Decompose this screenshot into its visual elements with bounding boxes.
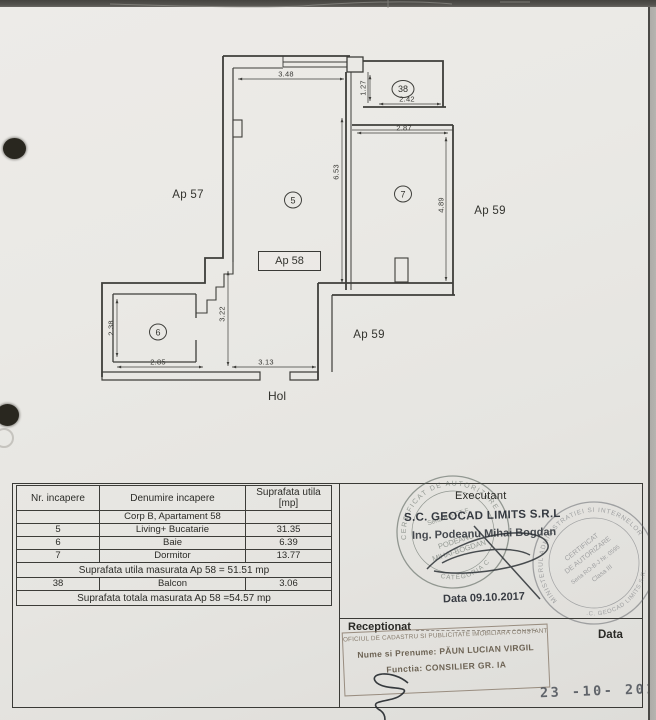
hole-punch-emboss-ring [0,428,14,448]
section-divider [339,484,340,707]
dim-corridor-height: 3.22 [217,306,227,322]
apartment-59-label-bottom: Ap 59 [353,329,385,341]
col-header-area: Suprafata utila [mp] [245,485,332,511]
dim-room7-height: 4.89 [436,197,446,213]
table-subtotal-row: Suprafata utila masurata Ap 58 = 51.51 m… [16,562,332,578]
round-stamps: CERTIFICAT DE AUTORIZARE CATEGORIA C Ser… [388,471,648,630]
room-number-7: 7 [394,185,412,203]
dim-hol-width: 3.13 [258,357,274,367]
title-block-section: Nr. incapere Denumire incapere Suprafata… [12,471,648,720]
receptionat-label: Receptionat [348,621,411,633]
dim-room7-width: 2.87 [396,123,412,133]
col-header-area-line1: Suprafata utila [256,487,321,498]
group-row-label: Corp B, Apartament 58 [99,510,246,524]
col-header-nr: Nr. incapere [16,485,100,511]
subtotal-label: Suprafata utila masurata Ap 58 = 51.51 m… [16,562,332,578]
scan-top-edge [0,0,656,7]
dim-balcony-depth: 1.27 [358,80,368,96]
row5-nr: 5 [16,523,100,537]
svg-text:MINISTERUL ADMINISTRATIEI SI I: MINISTERUL ADMINISTRATIEI SI INTERNELOR [514,484,644,605]
executant-label: Executant [455,490,507,502]
row5-name: Living+ Bucatarie [99,523,246,537]
apartment-58-label-box: Ap 58 [258,251,321,271]
table-header-row: Nr. incapere Denumire incapere Suprafata… [16,485,332,511]
row6-nr: 6 [16,536,100,550]
table-group-row: Corp B, Apartament 58 [16,510,332,524]
executant-panel: CERTIFICAT DE AUTORIZARE CATEGORIA C Ser… [340,471,648,630]
room-number-6: 6 [149,323,167,341]
row7-nr: 7 [16,549,100,563]
dim-bath-height: 2.38 [106,320,116,336]
room-number-5: 5 [284,191,302,209]
col-header-name: Denumire incapere [99,485,246,511]
stamp-right-arc-top: MINISTERUL ADMINISTRATIEI SI INTERNELOR [514,484,644,605]
receptionat-signature [373,673,409,720]
row7-area: 13.77 [245,549,332,563]
table-row: 38 Balcon 3.06 [16,577,332,591]
apartment-58-label: Ap 58 [275,255,304,267]
floor-plan-drawing [101,55,455,381]
row7-name: Dormitor [99,549,246,563]
paper-right-edge [648,0,656,720]
receptionat-rule [416,630,536,631]
row6-area: 6.39 [245,536,332,550]
hole-punch-bottom [0,404,19,426]
room-number-38: 38 [391,80,415,98]
row38-name: Balcon [99,577,246,591]
receptionat-panel: Receptionat OFICIUL DE CADASTRU SI PUBLI… [340,618,648,720]
dim-living-height: 6.53 [331,164,341,180]
apartment-59-label-right: Ap 59 [474,205,506,217]
ocpi-name-line: Nume si Prenume: PĂUN LUCIAN VIRGIL [357,642,535,660]
data-label: Data [598,629,623,641]
previous-page-remnant-lines [109,0,530,8]
date-stamp: 23 -10- 2017 [539,680,648,702]
table-row: 6 Baie 6.39 [16,536,332,550]
total-label: Suprafata totala masurata Ap 58 =54.57 m… [16,590,332,606]
row5-area: 31.35 [245,523,332,537]
table-total-row: Suprafata totala masurata Ap 58 =54.57 m… [16,590,332,606]
hole-punch-top [3,138,26,159]
table-row: 7 Dormitor 13.77 [16,549,332,563]
dim-balcony-width: 2.42 [399,94,415,104]
col-header-area-line2: [mp] [278,498,299,509]
row38-nr: 38 [16,577,100,591]
dim-top-width: 3.48 [278,69,294,79]
table-row: 5 Living+ Bucatarie 31.35 [16,523,332,537]
row6-name: Baie [99,536,246,550]
rooms-table: Nr. incapere Denumire incapere Suprafata… [16,485,332,606]
dim-bath-width: 2.85 [150,357,166,367]
apartment-57-label: Ap 57 [172,189,204,201]
hallway-label: Hol [267,389,287,403]
row38-area: 3.06 [245,577,332,591]
executant-signature [426,525,549,600]
